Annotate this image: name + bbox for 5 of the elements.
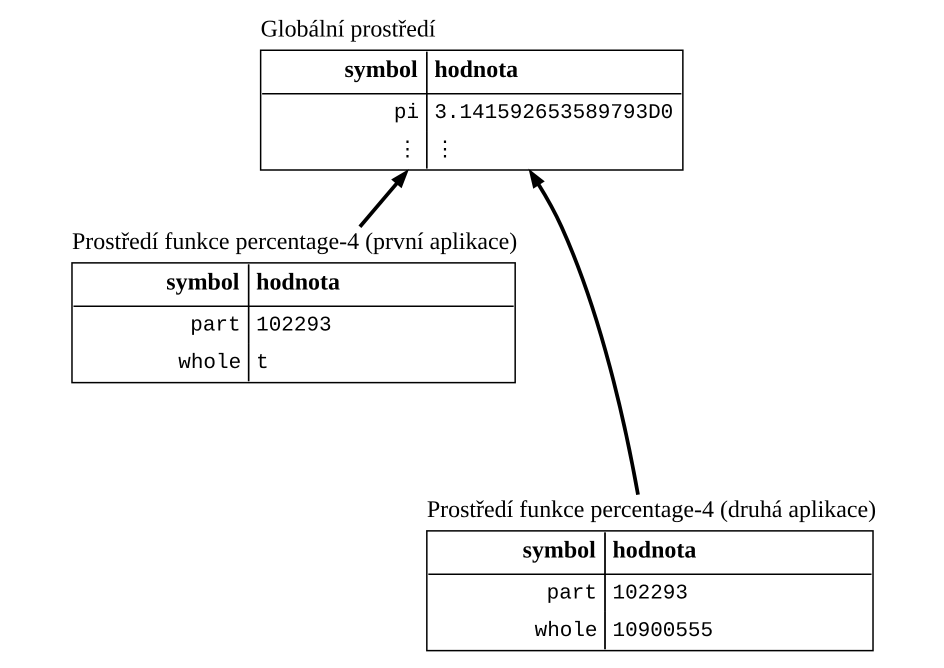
arrow [358,168,409,228]
node-label: Globální prostředí [260,16,435,42]
arrow [528,168,640,495]
node-label: Prostředí funkce percentage-4 (druhá aplikace) [426,497,876,524]
node-label: Prostředí funkce percentage-4 (první aplikace) [71,229,517,256]
